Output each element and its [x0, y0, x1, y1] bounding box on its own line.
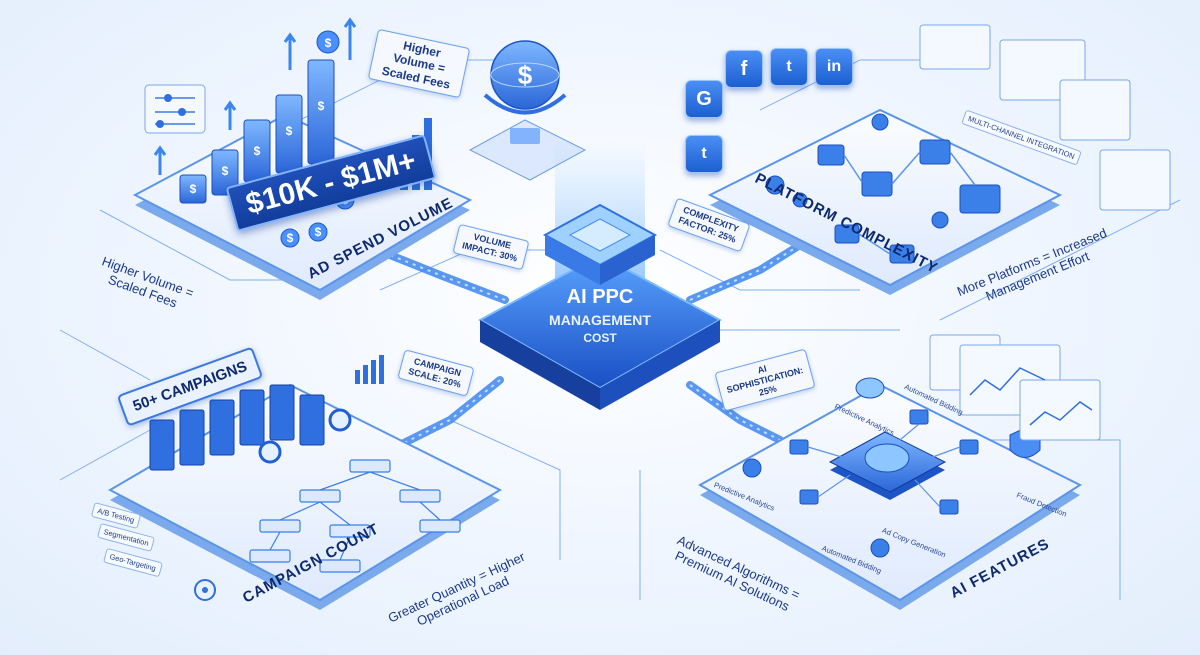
platform-nodes — [765, 113, 1001, 264]
svg-text:$: $ — [190, 182, 197, 196]
svg-text:$: $ — [222, 164, 229, 178]
campaign-flow-tree — [249, 459, 461, 573]
data-pipes-glow — [389, 244, 801, 446]
mini-bar-chart — [355, 355, 384, 384]
svg-text:$: $ — [318, 99, 325, 113]
twitter-icon-2: t — [685, 135, 723, 173]
svg-text:$: $ — [254, 144, 261, 158]
linkedin-icon: in — [815, 48, 853, 86]
svg-text:$: $ — [286, 124, 293, 138]
ai-chip-board — [742, 377, 1041, 558]
svg-text:$: $ — [287, 231, 294, 245]
center-title-line1: AI PPC — [566, 286, 634, 308]
svg-text:$: $ — [518, 60, 533, 90]
svg-text:$: $ — [325, 36, 332, 50]
central-core — [477, 140, 723, 410]
twitter-icon: t — [770, 48, 808, 86]
center-title-line2: MANAGEMENT — [549, 312, 651, 328]
campaign-folders — [149, 384, 352, 471]
panel-platform-shape — [707, 108, 1063, 295]
google-icon: G — [685, 80, 723, 118]
facebook-icon: f — [725, 50, 763, 88]
circuit-lines — [59, 59, 1181, 600]
slider-widget — [144, 84, 206, 134]
location-pin — [194, 579, 216, 601]
center-title-line3: COST — [583, 331, 617, 345]
svg-text:$: $ — [315, 225, 322, 239]
flowchart-widget — [919, 24, 1171, 211]
